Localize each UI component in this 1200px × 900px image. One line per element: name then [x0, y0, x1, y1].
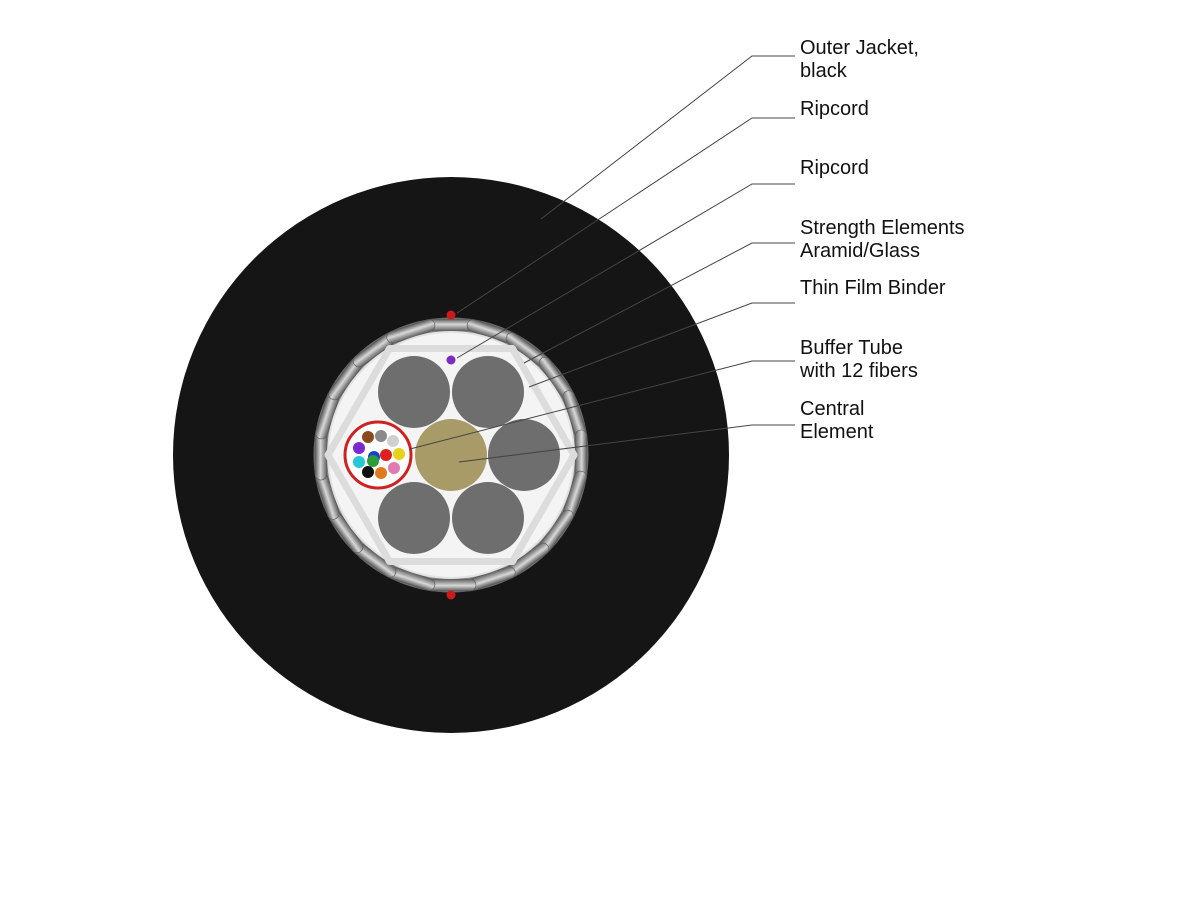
fiber — [375, 430, 387, 442]
label-buffer-tube: Buffer Tube with 12 fibers — [800, 337, 918, 383]
ripcord-outer-bottom — [446, 590, 456, 600]
label-ripcord-1-text: Ripcord — [800, 98, 869, 120]
leader-line-outer-jacket — [540, 55, 795, 220]
ripcord-outer-top — [446, 310, 456, 320]
fiber — [375, 467, 387, 479]
leader-line-strength-elements — [523, 242, 795, 364]
label-ripcord-1: Ripcord — [800, 98, 869, 121]
fiber — [367, 455, 379, 467]
leader-line-ripcord-1 — [456, 117, 795, 314]
filler-element — [452, 356, 524, 428]
fiber — [387, 435, 399, 447]
label-thin-film-binder-text: Thin Film Binder — [800, 277, 946, 299]
label-buffer-tube-line1: Buffer Tube — [800, 337, 904, 359]
label-strength-elements: Strength Elements Aramid/Glass — [800, 217, 965, 263]
label-strength-elements-line1: Strength Elements — [800, 217, 965, 239]
fiber — [388, 462, 400, 474]
filler-element — [378, 482, 450, 554]
strength-element-rods — [314, 318, 588, 592]
leader-line-central-element — [458, 424, 795, 463]
label-outer-jacket-line1: Outer Jacket, — [800, 37, 919, 59]
fiber — [362, 466, 374, 478]
ripcord-inner — [446, 355, 456, 365]
leader-line-ripcord-2 — [456, 183, 795, 359]
filler-element — [378, 356, 450, 428]
leader-line-buffer-tube — [409, 360, 795, 450]
filler-element — [452, 482, 524, 554]
label-central-element-line1: Central — [800, 398, 865, 420]
label-central-element-line2: Element — [800, 421, 874, 443]
buffer-tube-fibers — [353, 430, 405, 479]
central-element — [415, 419, 487, 491]
fiber — [353, 442, 365, 454]
fiber — [380, 449, 392, 461]
label-thin-film-binder: Thin Film Binder — [800, 277, 946, 300]
fiber — [353, 456, 365, 468]
label-ripcord-2: Ripcord — [800, 157, 869, 180]
fiber — [362, 431, 374, 443]
filler-element — [488, 419, 560, 491]
label-strength-elements-line2: Aramid/Glass — [800, 240, 921, 262]
fiber — [393, 448, 405, 460]
label-buffer-tube-line2: with 12 fibers — [800, 360, 918, 382]
leader-line-binder — [528, 302, 795, 388]
label-outer-jacket-line2: black — [800, 60, 847, 82]
label-outer-jacket: Outer Jacket, black — [800, 37, 919, 83]
label-ripcord-2-text: Ripcord — [800, 157, 869, 179]
binder-hexagon — [324, 345, 578, 565]
label-central-element: Central Element — [800, 398, 873, 444]
